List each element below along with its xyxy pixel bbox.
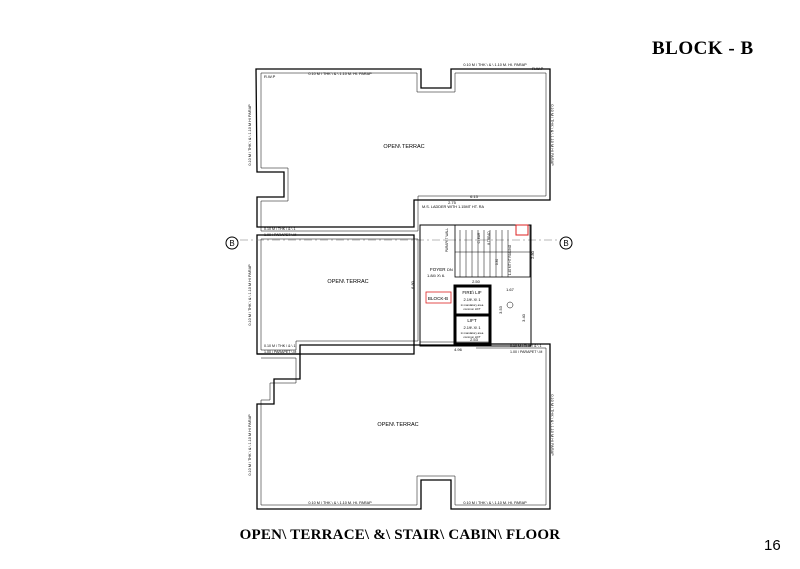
lift-note2: common LIFT [463,335,481,339]
lift-label: LIFT [467,318,477,323]
rwp-top-right: R.W.P [532,66,544,71]
middle-terrace-inner [260,238,419,351]
fire-lift-note2: common LIFT [463,307,481,311]
top-terrace-outline [255,68,551,228]
rwp-top-left: R.W.P [264,74,276,79]
parapet-short-a1: 0.10 M \ THK \ & \ 1 [264,227,296,231]
parapet-side-bottom-left: 0.10 M \ THK \ & \ 1.10 M HI PARAP [248,414,252,476]
dim-lift: 2.53 [470,337,479,342]
lift-size: 2.19\ X\ 1 [463,325,481,330]
parapet-side-top-right: 0.10 M \ THK \ & \ 1.10 M HI PARAP [550,104,554,166]
section-marker-left-label: B [229,239,234,248]
terrace-label-bottom: OPEN\ TERRAC [377,422,418,428]
stair-label-tread: 8 TREAD [487,231,491,245]
dim-right-d: 2.80 [530,250,535,259]
parapet-short-b1: 0.10 M \ THK \ & \ 1 [264,344,296,348]
stair-cabin [418,199,532,347]
dim-top: 6.13 [470,194,479,199]
fire-lift-note1: in mandatory area [461,303,484,307]
parapet-bottom-left: 0.10 M \ THK \ & \ 1.10 M. HI. PARAP [308,501,372,505]
page-number: 16 [764,537,781,554]
section-marker-right-label: B [563,239,568,248]
lift-note1: in mandatory area [461,331,484,335]
section-marker-right: B [559,236,573,250]
dim-right-c: 3.40 [521,313,526,322]
section-marker-left: B [225,236,239,250]
terrace-label-top: OPEN\ TERRAC [383,144,424,150]
parapet-side-top-left: 0.10 M \ THK \ & \ 1.10 M HI PARAP [248,104,252,166]
terrace-label-middle: OPEN\ TERRAC [327,279,368,285]
dim-right-b: 3.53 [498,305,503,314]
foyer-size: 1.84\ X\ 6. [427,273,445,278]
block-title: BLOCK - B [652,38,754,59]
parapet-wall-label: PARAPET WALL [445,228,449,252]
middle-terrace-outline [256,234,415,355]
foyer-label: FOYER [430,267,446,272]
parapet-bottom-right: 0.10 M \ THK \ & \ 1.10 M. HI. PARAP [463,501,527,505]
bottom-terrace-inner [260,347,547,506]
parapet-short-c1: 0.10 M \ THK \ & \ 1 [510,344,542,348]
parapet-side-bottom-right: 0.10 M \ THK \ & \ 1.10 M HI PARAP [550,394,554,456]
parapet-short-a2: 1.00 \ PARAPET \ M [264,233,296,237]
fire-lift-label: FIRE\ LIF [462,290,482,295]
dim-bottom: 4.96 [454,347,463,352]
parapet-short-c2: 1.00 \ PARAPET \ M [510,350,542,354]
parapet-side-middle: 0.10 M \ THK \ & \ 1.10 M HI PARAP [248,264,252,326]
dim-top-small: 2.75 [448,200,457,205]
top-terrace-inner [260,72,547,232]
fire-lift-size: 2.19\ X\ 1 [463,297,481,302]
parapet-top-left: 0.10 M \ THK \ & \ 1.10 M. HI. PARAP [308,72,372,76]
stair-label-riser: 0.30 [495,259,499,265]
dim-right-a: 1.67 [506,287,515,292]
stair-label-clear: CLEAR [477,232,481,243]
dim-mid: 2.50 [472,279,481,284]
block-tag: BLOCK-B [428,296,448,301]
stair-label-railing: 1.40 MT HT RAILING [508,244,512,275]
parapet-short-b2: 1.00 \ PARAPET \ M [264,350,296,354]
drawing-title: OPEN\ TERRACE\ &\ STAIR\ CABIN\ FLOOR [239,527,561,543]
foyer-tag: DN [447,267,453,272]
ms-ladder-label: M.S. LADDER WITH 1.15MT HT. RA [422,205,484,209]
parapet-top-right: 0.10 M \ THK \ & \ 1.10 M. HI. PARAP [463,63,527,67]
dim-left: 6.80 [410,280,415,289]
